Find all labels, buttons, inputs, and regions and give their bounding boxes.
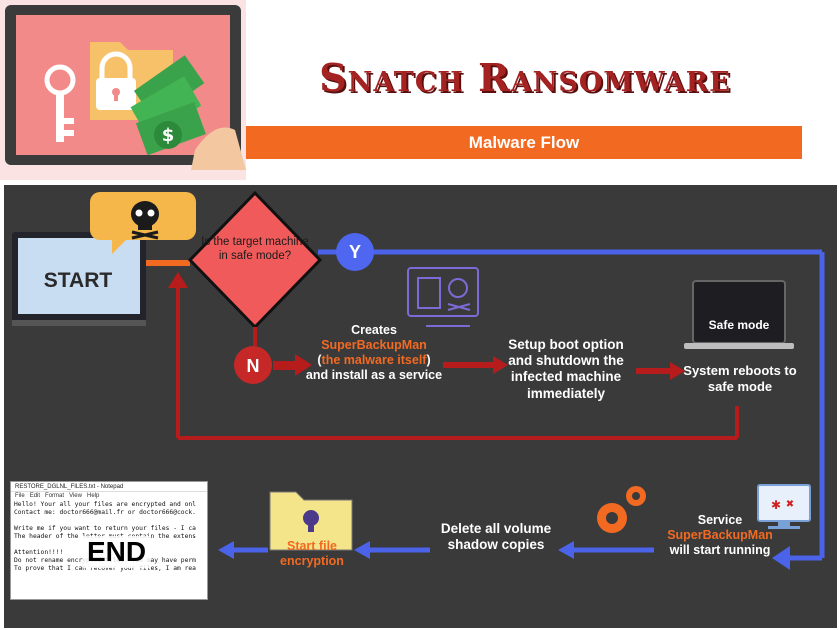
create-malware-name: SuperBackupMan <box>321 338 427 352</box>
svg-text:$: $ <box>162 125 175 146</box>
lock-icon <box>96 51 136 110</box>
loop-back-to-start <box>168 272 739 440</box>
ransomware-laptop-illustration: $ <box>0 0 246 180</box>
svg-text:✖: ✖ <box>786 499 794 510</box>
end-label: END <box>83 536 151 568</box>
hand-icon <box>191 127 246 170</box>
create-open-paren: ( <box>317 353 322 367</box>
service-running-step: Service SuperBackupMan will start runnin… <box>655 513 785 558</box>
notepad-title: RESTORE_DGLNL_FILES.txt - Notepad <box>11 482 207 492</box>
setup-boot-step: Setup boot option and shutdown the infec… <box>508 337 624 401</box>
arrow-service-to-delete <box>558 541 654 559</box>
malware-skull-computer-icon <box>407 267 479 327</box>
cash-icon: $ <box>130 55 206 156</box>
notepad-menu-view[interactable]: View <box>69 493 82 499</box>
reboot-step: System reboots to safe mode <box>683 363 797 394</box>
yes-path <box>318 249 825 570</box>
encrypt-folder-icon <box>269 491 353 551</box>
create-service-step: Creates SuperBackupMan (the malware itse… <box>305 323 443 383</box>
arrow-delete-to-encrypt <box>354 541 430 559</box>
arrow-encrypt-to-end <box>218 541 268 559</box>
note-line: Contact me: doctor666@mail.fr or doctor6… <box>14 509 196 516</box>
notepad-menu-format[interactable]: Format <box>45 493 65 499</box>
decision-text: Is the target machine in safe mode? <box>201 236 309 262</box>
service-name: SuperBackupMan <box>667 528 773 542</box>
encrypt-files-step: Start file encryption <box>280 539 344 568</box>
flow-graphics: ✱ ✖ <box>12 190 825 570</box>
gears-icon <box>597 486 646 533</box>
service-prefix: Service <box>697 513 743 527</box>
note-line: To prove that I can recover your files, … <box>14 565 196 572</box>
key-icon <box>44 64 76 142</box>
create-suffix: ) and install as a service <box>305 353 443 382</box>
arrow-create-to-setup <box>443 356 508 374</box>
notepad-menu: File Edit Format View Help <box>11 492 207 501</box>
no-badge-bg <box>234 346 272 384</box>
start-connector <box>146 260 190 266</box>
delete-shadow-copies-step: Delete all volume shadow copies <box>440 521 552 553</box>
notepad-menu-help[interactable]: Help <box>87 493 100 499</box>
notepad-menu-edit[interactable]: Edit <box>29 493 41 499</box>
note-line: Write me if you want to return your file… <box>14 525 196 532</box>
arrow-no-to-create <box>273 354 312 376</box>
arrow-setup-to-reboot <box>636 362 685 380</box>
subtitle-bar: Malware Flow <box>246 126 802 159</box>
note-line <box>11 517 207 525</box>
note-line: Hello! Your all your files are encrypted… <box>14 501 196 508</box>
header: $ Snatch Ransomware Malware Flow <box>0 0 839 180</box>
service-monitor-icon: ✱ ✖ <box>757 484 811 529</box>
start-monitor-icon <box>12 232 146 326</box>
svg-text:✱: ✱ <box>771 498 781 512</box>
page-title: Snatch Ransomware <box>319 55 731 100</box>
start-label: START <box>43 269 113 292</box>
service-suffix: will start running <box>669 543 771 557</box>
hero-illustration: $ <box>0 0 246 180</box>
safe-mode-laptop-icon <box>684 280 794 349</box>
yes-badge: Y <box>348 242 361 262</box>
malware-flow-diagram: ✱ ✖ START <box>0 180 839 630</box>
note-line: Attention!!!! <box>14 549 64 556</box>
create-malware-note: the malware itself <box>321 353 427 367</box>
no-badge: N <box>246 356 260 376</box>
notepad-menu-file[interactable]: File <box>15 493 25 499</box>
skull-bubble-icon <box>90 192 196 254</box>
safe-mode-screen-label: Safe mode <box>708 318 770 332</box>
ransom-note-notepad: RESTORE_DGLNL_FILES.txt - Notepad File E… <box>10 481 208 600</box>
create-prefix: Creates <box>351 323 397 337</box>
yes-badge-bg <box>336 233 374 271</box>
